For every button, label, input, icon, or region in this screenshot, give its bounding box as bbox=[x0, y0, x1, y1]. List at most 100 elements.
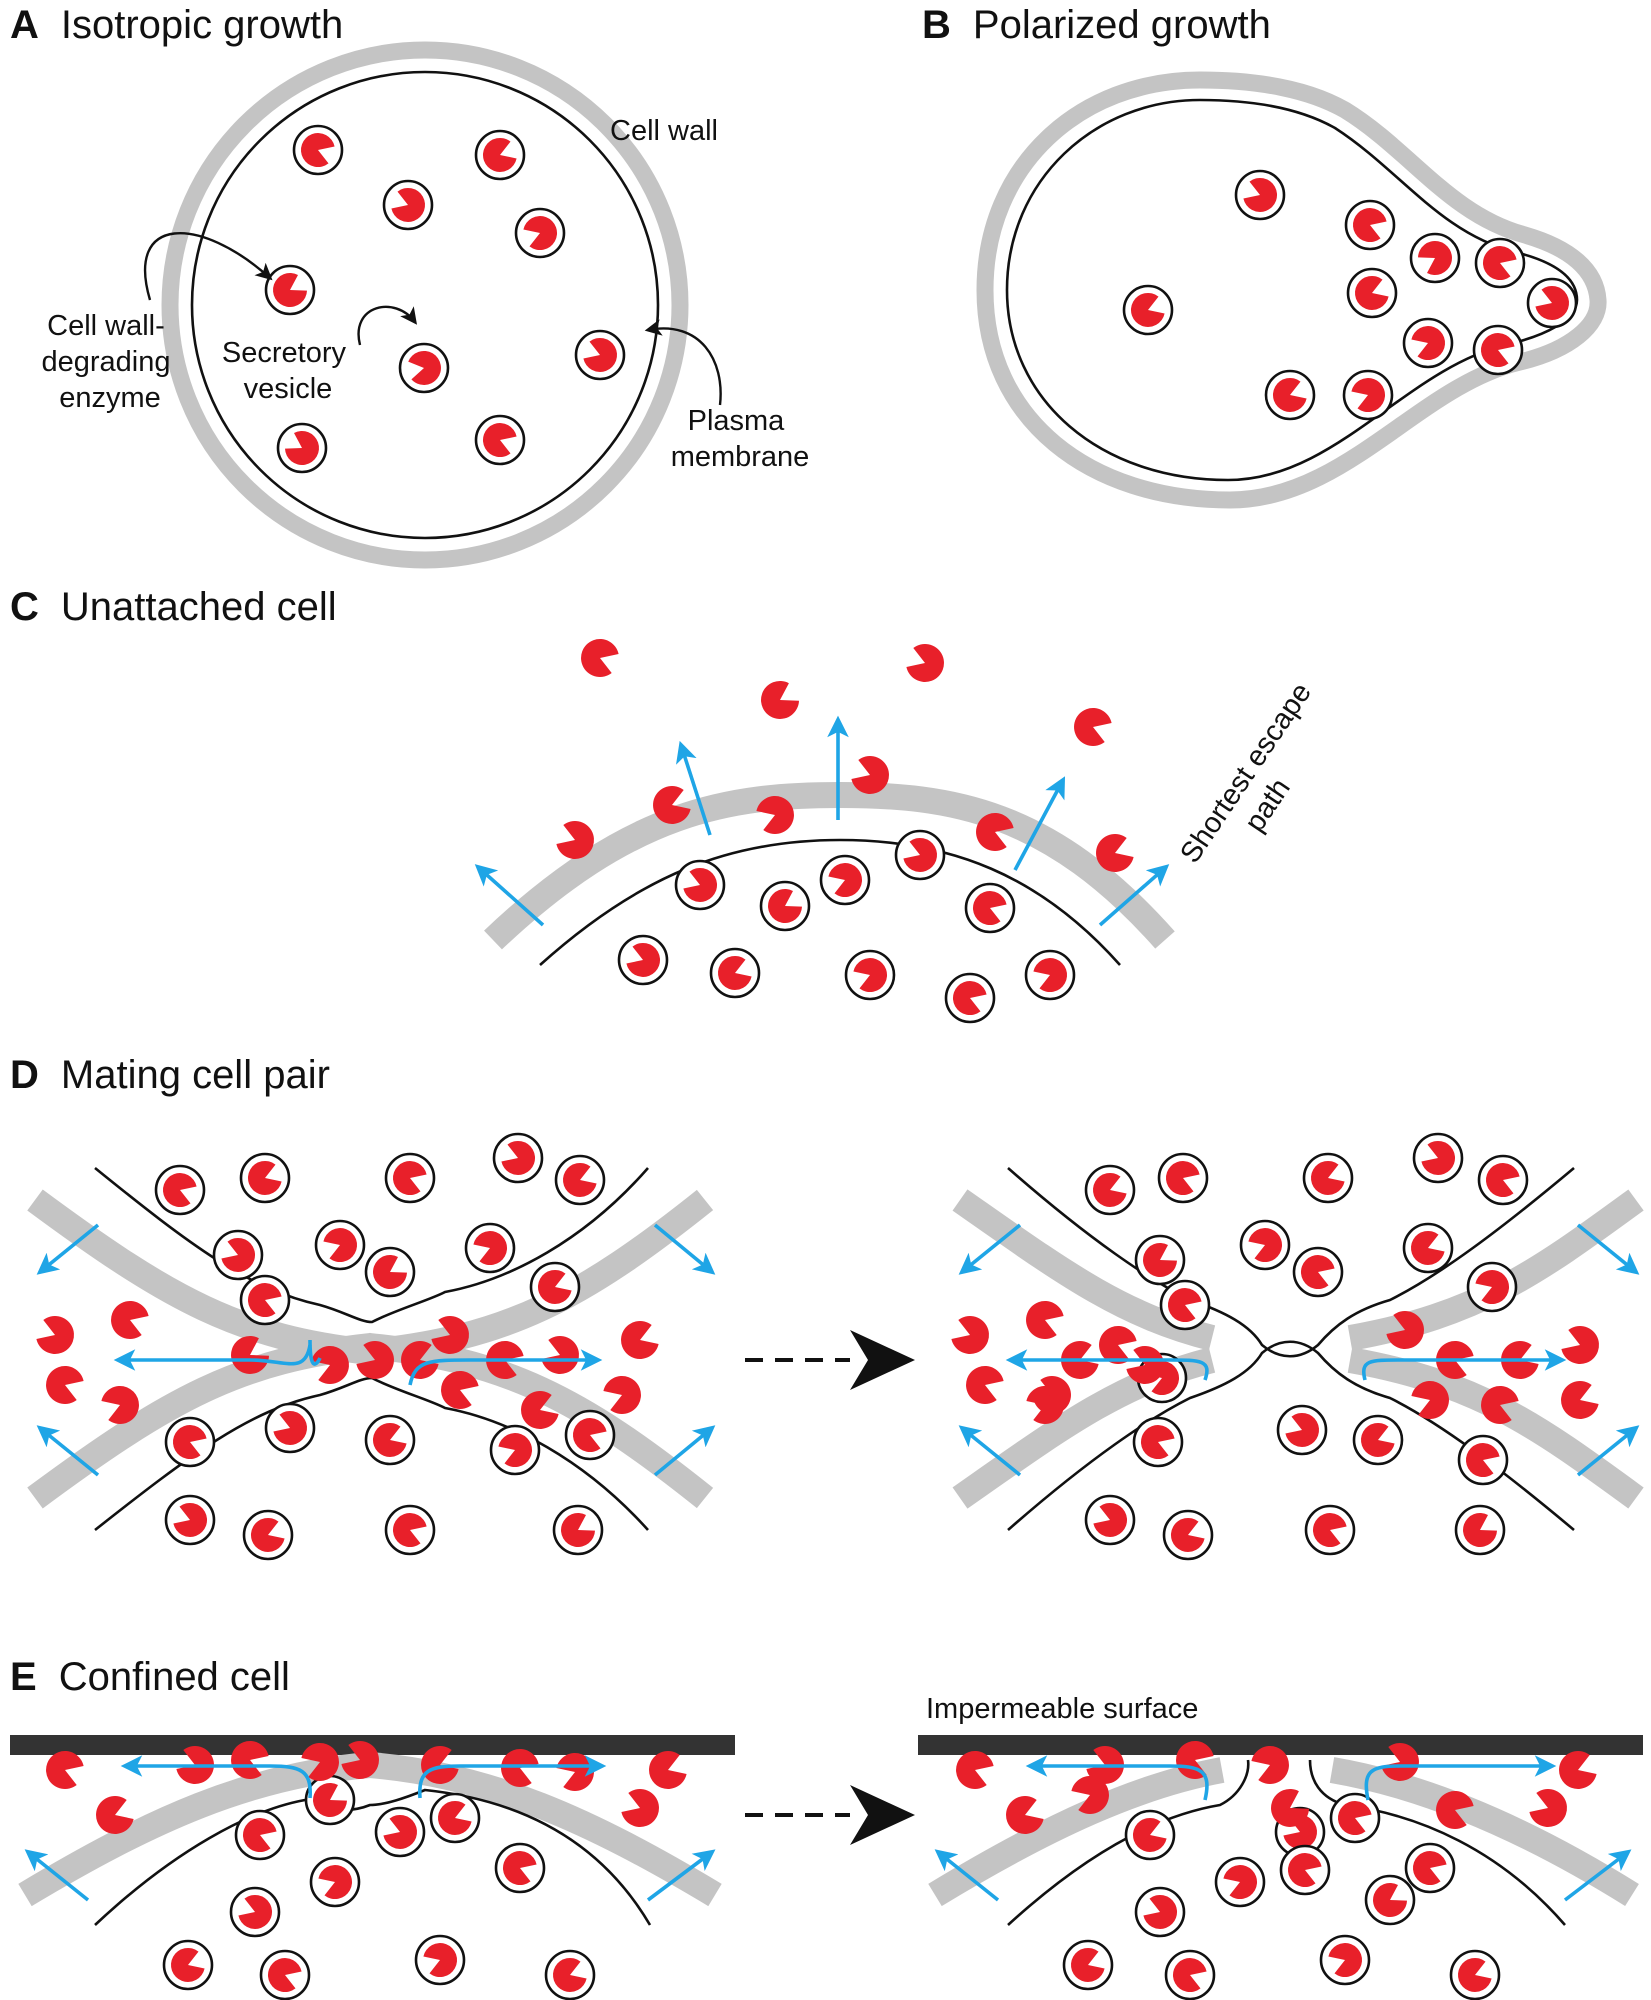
escape-arrows-e-before bbox=[24, 1755, 716, 1902]
secretory-vesicle bbox=[382, 179, 434, 231]
enzyme bbox=[1074, 708, 1112, 747]
escape-arrow bbox=[474, 864, 545, 927]
enzyme bbox=[498, 1433, 533, 1468]
secretory-vesicle bbox=[1134, 1886, 1186, 1938]
enzyme bbox=[300, 133, 335, 168]
enzyme bbox=[1170, 1517, 1205, 1552]
enzyme bbox=[853, 958, 888, 993]
secretory-vesicle bbox=[1264, 369, 1316, 421]
enzyme bbox=[392, 1161, 427, 1196]
enzyme bbox=[162, 1173, 197, 1208]
enzyme bbox=[250, 1517, 285, 1552]
enzyme bbox=[1381, 1742, 1419, 1781]
escape-arrow bbox=[113, 1344, 312, 1371]
enzyme bbox=[482, 423, 517, 458]
enzyme bbox=[247, 1283, 282, 1318]
secretory-vesicle bbox=[242, 1509, 294, 1561]
secretory-vesicle bbox=[1404, 1842, 1456, 1894]
mating-pair-before bbox=[27, 1132, 716, 1561]
surface-label: Impermeable surface bbox=[926, 1693, 1198, 1725]
vesicles-c bbox=[617, 829, 1076, 1024]
free-enzymes-d-after bbox=[951, 1301, 1599, 1425]
enzyme bbox=[562, 1162, 597, 1197]
enzyme bbox=[828, 863, 863, 898]
cell-wall-c bbox=[484, 781, 1175, 950]
secretory-vesicle bbox=[1466, 1261, 1518, 1313]
escape-arrow bbox=[1362, 1349, 1567, 1381]
secretory-vesicle bbox=[264, 1402, 316, 1454]
secretory-vesicle bbox=[1477, 1154, 1529, 1206]
enzyme bbox=[482, 137, 517, 172]
panel-d-letter: D bbox=[10, 1053, 39, 1097]
secretory-vesicle bbox=[964, 882, 1016, 934]
enzyme bbox=[1436, 1791, 1474, 1830]
escape-arrow bbox=[36, 1223, 100, 1275]
enzyme bbox=[952, 981, 987, 1016]
secretory-vesicle bbox=[414, 1934, 466, 1986]
secretory-vesicle bbox=[944, 972, 996, 1024]
enzyme bbox=[1099, 1326, 1137, 1365]
enzyme bbox=[1465, 1443, 1500, 1478]
secretory-vesicle bbox=[544, 1949, 596, 2000]
plasma-membrane-b bbox=[1005, 98, 1579, 482]
secretory-vesicle bbox=[1457, 1434, 1509, 1486]
enzyme bbox=[756, 796, 794, 835]
escape-arrow bbox=[1364, 1755, 1557, 1801]
enzyme bbox=[96, 1795, 134, 1834]
enzyme bbox=[1360, 1422, 1395, 1457]
enzyme bbox=[1386, 1310, 1424, 1349]
enzyme bbox=[903, 837, 938, 872]
enzyme bbox=[238, 1894, 273, 1929]
secretory-vesicle bbox=[494, 1842, 546, 1894]
secretory-vesicle bbox=[164, 1494, 216, 1546]
secretory-vesicle bbox=[554, 1154, 606, 1206]
secretory-vesicle bbox=[239, 1152, 291, 1204]
secretory-vesicle bbox=[239, 1274, 291, 1326]
enzyme bbox=[323, 1228, 358, 1263]
enzyme bbox=[1535, 285, 1570, 320]
enzyme bbox=[1176, 1741, 1214, 1780]
enzyme bbox=[441, 1371, 479, 1410]
secretory-vesicle bbox=[1134, 1234, 1186, 1286]
enzyme bbox=[1480, 333, 1515, 368]
vesicles-a bbox=[264, 124, 626, 474]
secretory-vesicle bbox=[1304, 1504, 1356, 1556]
enzyme bbox=[301, 1743, 339, 1782]
enzyme bbox=[1006, 1795, 1044, 1834]
enzyme bbox=[1312, 1513, 1347, 1548]
vesicle-pointer bbox=[357, 305, 418, 346]
enzyme bbox=[1070, 1947, 1105, 1982]
secretory-vesicle bbox=[1276, 1404, 1328, 1456]
secretory-vesicle bbox=[574, 329, 626, 381]
secretory-vesicle bbox=[264, 264, 316, 316]
secretory-vesicle bbox=[1409, 232, 1461, 284]
enzyme bbox=[1167, 1288, 1202, 1323]
secretory-vesicle bbox=[709, 947, 761, 999]
escape-arrow bbox=[24, 1849, 90, 1902]
plasma-membrane-e2 bbox=[1007, 1759, 1566, 1926]
secretory-vesicle bbox=[212, 1229, 264, 1281]
escape-arrow bbox=[1025, 1755, 1209, 1801]
escape-arrow bbox=[1576, 1223, 1640, 1275]
enzyme bbox=[1373, 1883, 1407, 1918]
secretory-vesicle bbox=[309, 1856, 361, 1908]
enzyme bbox=[431, 1315, 469, 1354]
secretory-vesicle bbox=[1454, 1504, 1506, 1556]
enzyme bbox=[556, 820, 594, 859]
escape-arrow bbox=[676, 740, 712, 836]
enzyme bbox=[1140, 1425, 1175, 1460]
cell-wall-b bbox=[976, 71, 1607, 509]
cell-wall-label: Cell wall bbox=[610, 115, 718, 147]
enzyme bbox=[1033, 958, 1068, 993]
secretory-vesicle bbox=[1157, 1152, 1209, 1204]
enzyme bbox=[1033, 1375, 1071, 1414]
secretory-vesicle bbox=[1024, 949, 1076, 1001]
panel-b-title: Polarized growth bbox=[973, 3, 1271, 47]
enzyme bbox=[1411, 1381, 1449, 1420]
secretory-vesicle bbox=[529, 1261, 581, 1313]
confined-cell-before bbox=[10, 1735, 735, 2000]
enzyme bbox=[285, 431, 319, 466]
